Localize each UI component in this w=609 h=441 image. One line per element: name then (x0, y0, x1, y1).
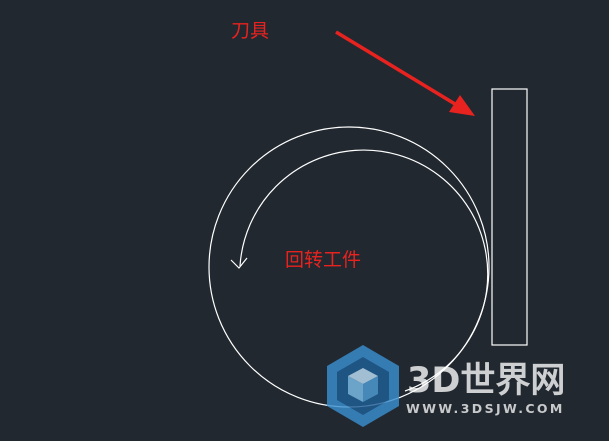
watermark-site-name: 3D世界网 (407, 361, 565, 401)
workpiece-label: 回转工件 (285, 249, 361, 271)
cube-logo-icon (327, 345, 399, 427)
tool-label: 刀具 (231, 20, 269, 42)
rotation-arrowhead-icon (230, 257, 248, 269)
cutting-tool-rect (491, 88, 528, 346)
watermark-url: WWW.3DSJW.COM (406, 401, 565, 416)
tool-pointer-arrow-shaft (335, 30, 456, 106)
rotation-arc (239, 149, 489, 392)
tool-pointer-arrowhead-icon (449, 95, 475, 116)
